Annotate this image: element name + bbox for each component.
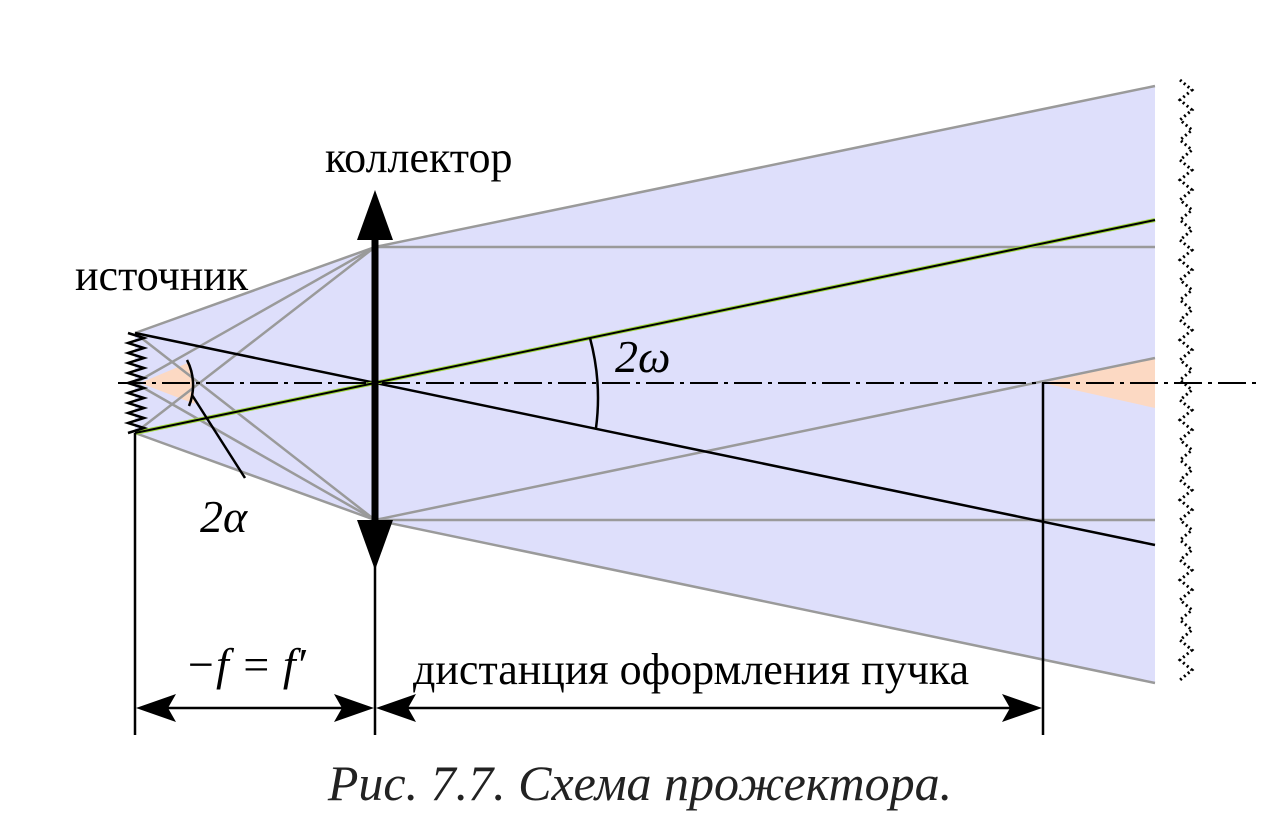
dimension-arrowheads	[136, 694, 1042, 722]
field-angle-label: 2ω	[615, 331, 670, 382]
beam-distance-label: дистанция оформления пучка	[413, 645, 969, 694]
source-filament	[123, 331, 149, 435]
figure-caption: Рис. 7.7. Схема прожектора.	[327, 755, 952, 811]
focal-length-label: −f = f′	[185, 639, 307, 690]
aperture-angle-leader	[190, 394, 247, 479]
chief-rays	[134, 218, 1156, 547]
beam-region	[135, 86, 1155, 683]
dimension-lines	[133, 383, 1045, 735]
screen-zigzag	[1177, 78, 1195, 682]
source-label: источник	[75, 251, 249, 300]
aperture-angle-arc	[185, 359, 195, 407]
gray-rays	[134, 84, 1156, 685]
collector-lens	[357, 190, 393, 570]
collector-label: коллектор	[325, 133, 512, 182]
field-angle-arc	[588, 337, 600, 429]
aperture-angle-label: 2α	[200, 491, 248, 542]
